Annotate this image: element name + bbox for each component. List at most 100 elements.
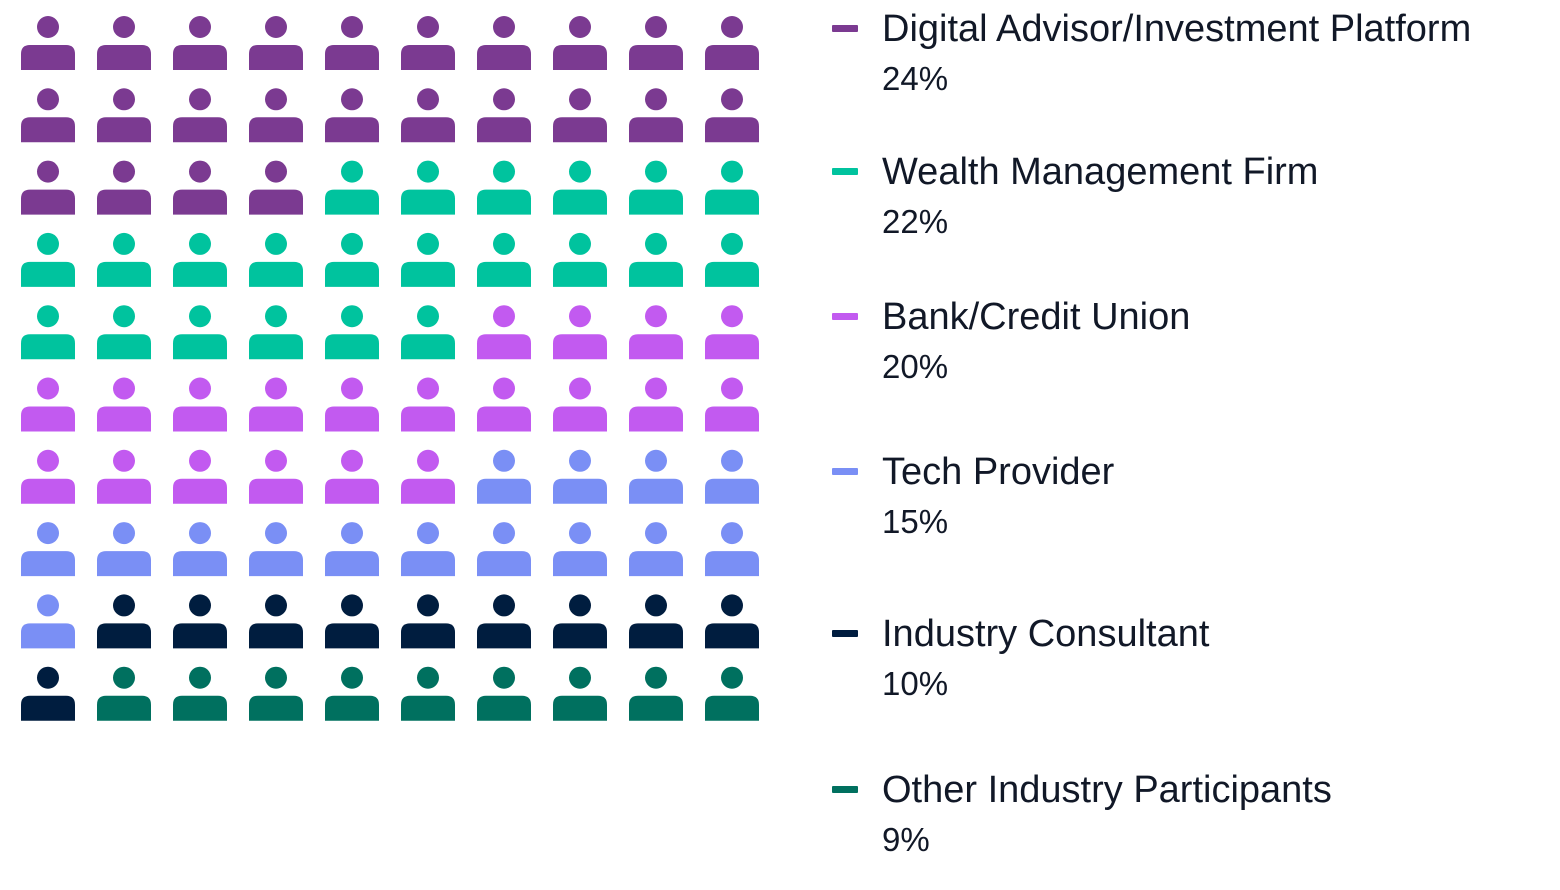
person-icon xyxy=(629,305,683,360)
person-icon xyxy=(477,449,531,504)
person-icon xyxy=(325,522,379,577)
legend-swatch xyxy=(832,786,858,793)
person-icon xyxy=(553,305,607,360)
person-icon xyxy=(97,666,151,721)
person-icon xyxy=(21,377,75,432)
person-icon xyxy=(629,232,683,287)
person-icon xyxy=(325,160,379,215)
person-icon xyxy=(21,449,75,504)
person-icon xyxy=(553,16,607,70)
person-icon xyxy=(173,449,227,504)
person-icon xyxy=(705,449,759,504)
person-icon xyxy=(629,16,683,70)
person-icon xyxy=(249,594,303,649)
person-icon xyxy=(325,449,379,504)
person-icon xyxy=(401,594,455,649)
person-icon xyxy=(97,377,151,432)
person-icon xyxy=(325,232,379,287)
person-icon xyxy=(173,305,227,360)
person-icon xyxy=(401,232,455,287)
legend-label: Bank/Credit Union xyxy=(882,296,1191,338)
person-icon xyxy=(705,594,759,649)
person-icon xyxy=(97,522,151,577)
person-icon xyxy=(705,522,759,577)
person-icon xyxy=(705,377,759,432)
person-icon xyxy=(173,522,227,577)
person-icon xyxy=(629,377,683,432)
person-icon xyxy=(249,449,303,504)
person-icon xyxy=(21,88,75,143)
person-icon xyxy=(21,160,75,215)
legend-label: Digital Advisor/Investment Platform xyxy=(882,8,1472,50)
person-icon xyxy=(173,88,227,143)
person-icon xyxy=(477,377,531,432)
legend-swatch xyxy=(832,25,858,32)
person-icon xyxy=(629,522,683,577)
person-icon xyxy=(325,16,379,70)
person-icon xyxy=(553,666,607,721)
person-icon xyxy=(553,232,607,287)
legend-label: Tech Provider xyxy=(882,451,1115,493)
person-icon xyxy=(705,232,759,287)
person-icon xyxy=(705,160,759,215)
legend-value: 22% xyxy=(882,203,949,240)
legend-swatch xyxy=(832,630,858,637)
legend-value: 15% xyxy=(882,503,949,540)
legend-value: 24% xyxy=(882,60,949,97)
person-icon xyxy=(553,160,607,215)
person-icon xyxy=(553,594,607,649)
legend-value: 9% xyxy=(882,821,930,858)
person-icon xyxy=(249,160,303,215)
person-icon xyxy=(629,594,683,649)
person-icon xyxy=(705,666,759,721)
person-icon xyxy=(401,522,455,577)
person-icon xyxy=(477,594,531,649)
person-icon xyxy=(173,160,227,215)
legend-label: Industry Consultant xyxy=(882,613,1210,655)
person-icon xyxy=(401,377,455,432)
waffle-chart xyxy=(21,16,759,721)
person-icon xyxy=(249,522,303,577)
person-icon xyxy=(705,16,759,70)
person-icon xyxy=(477,666,531,721)
person-icon xyxy=(553,88,607,143)
person-icon xyxy=(21,594,75,649)
person-icon xyxy=(21,666,75,721)
legend-swatch xyxy=(832,313,858,320)
person-icon xyxy=(401,16,455,70)
person-icon xyxy=(249,88,303,143)
person-icon xyxy=(401,160,455,215)
person-icon xyxy=(477,160,531,215)
person-icon xyxy=(553,377,607,432)
legend-value: 10% xyxy=(882,665,949,702)
person-icon xyxy=(629,160,683,215)
person-icon xyxy=(21,305,75,360)
person-icon xyxy=(97,594,151,649)
person-icon xyxy=(477,232,531,287)
person-icon xyxy=(705,88,759,143)
person-icon xyxy=(325,377,379,432)
person-icon xyxy=(97,16,151,70)
person-icon xyxy=(325,305,379,360)
person-icon xyxy=(97,88,151,143)
person-icon xyxy=(401,449,455,504)
person-icon xyxy=(173,232,227,287)
person-icon xyxy=(249,305,303,360)
person-icon xyxy=(173,594,227,649)
person-icon xyxy=(249,232,303,287)
person-icon xyxy=(249,377,303,432)
person-icon xyxy=(21,232,75,287)
legend-label: Other Industry Participants xyxy=(882,769,1332,811)
legend-swatch xyxy=(832,168,858,175)
person-icon xyxy=(401,666,455,721)
person-icon xyxy=(21,522,75,577)
person-icon xyxy=(401,88,455,143)
person-icon xyxy=(249,16,303,70)
person-icon xyxy=(629,449,683,504)
person-icon xyxy=(477,522,531,577)
person-icon xyxy=(97,160,151,215)
person-icon xyxy=(173,377,227,432)
person-icon xyxy=(97,232,151,287)
person-icon xyxy=(97,449,151,504)
person-icon xyxy=(249,666,303,721)
